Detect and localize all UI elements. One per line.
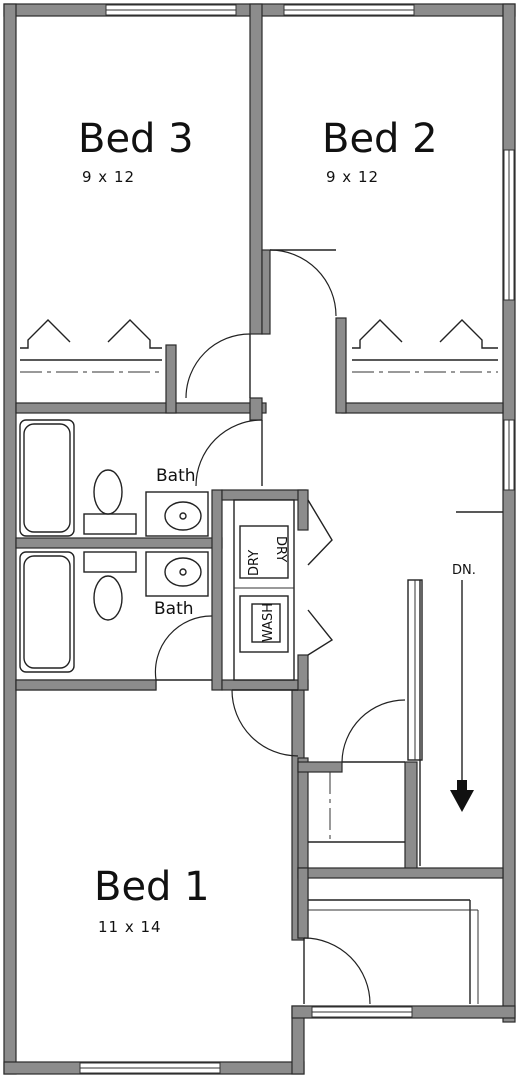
lower-bath-label: Bath bbox=[154, 599, 194, 619]
upper-bath-fixtures bbox=[19, 419, 209, 537]
bed3-name: Bed 3 bbox=[78, 116, 194, 162]
lower-bath-fixtures bbox=[19, 551, 209, 673]
washer-label: WASH bbox=[261, 603, 276, 642]
windows bbox=[79, 4, 515, 1074]
doors bbox=[154, 249, 406, 1005]
bed1-name: Bed 1 bbox=[94, 864, 210, 910]
bed2-closet bbox=[352, 319, 498, 373]
interior-walls bbox=[15, 3, 504, 939]
under-stair-closet bbox=[308, 772, 405, 843]
bed1-size: 11 x 14 bbox=[98, 918, 162, 936]
bed2-name: Bed 2 bbox=[322, 116, 438, 162]
upper-bath-label: Bath bbox=[156, 466, 196, 486]
bed3-size: 9 x 12 bbox=[82, 168, 135, 186]
dryer-label-flipped: DRY bbox=[273, 536, 288, 562]
laundry-closet bbox=[233, 499, 295, 681]
bed2-size: 9 x 12 bbox=[326, 168, 379, 186]
stairs bbox=[407, 511, 503, 866]
bed1-closet bbox=[308, 899, 479, 1004]
stairs-direction-label: DN. bbox=[452, 563, 476, 578]
bed3-closet bbox=[20, 319, 162, 373]
dryer-label: DRY bbox=[247, 550, 262, 576]
